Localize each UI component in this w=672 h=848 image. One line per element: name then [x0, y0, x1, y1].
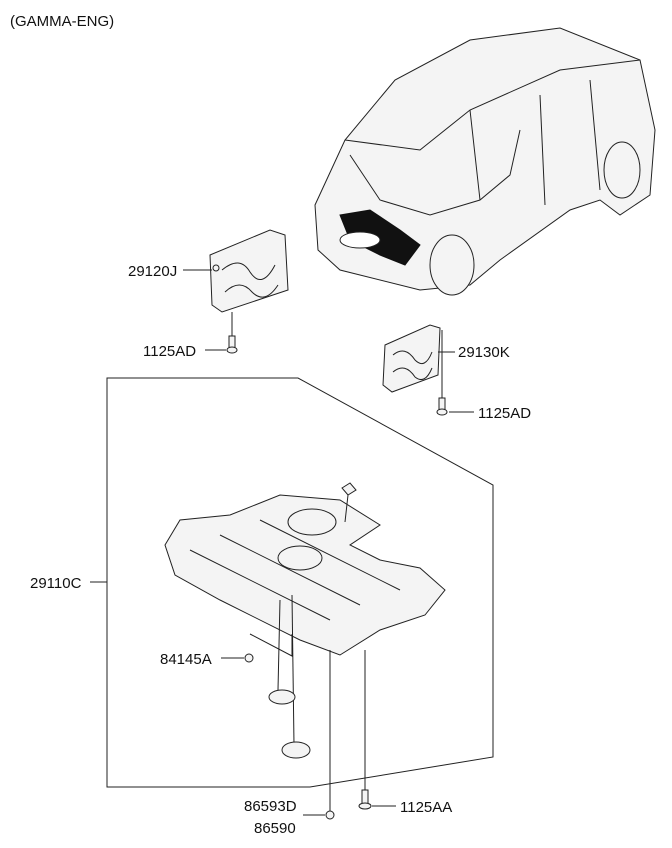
bolt-icon	[358, 789, 372, 810]
label-86593D: 86593D	[244, 798, 297, 815]
label-1125AA: 1125AA	[400, 799, 452, 816]
label-86590: 86590	[254, 820, 296, 837]
bolt-icon	[226, 335, 238, 354]
car-illustration	[314, 27, 656, 296]
label-29120J: 29120J	[128, 263, 177, 280]
plug-icon	[268, 689, 296, 705]
nut-icon	[325, 810, 335, 820]
plug-icon	[281, 741, 311, 759]
label-29110C: 29110C	[30, 575, 82, 592]
label-1125AD-right: 1125AD	[478, 405, 531, 422]
bolt-icon	[436, 397, 448, 416]
bracket-29120J	[209, 229, 289, 313]
plug-84145A-icon	[244, 653, 254, 663]
diagram-title: (GAMMA-ENG)	[10, 13, 114, 30]
label-29130K: 29130K	[458, 344, 510, 361]
bracket-29130K	[382, 324, 441, 393]
label-1125AD-left: 1125AD	[143, 343, 196, 360]
under-cover-29110C	[164, 482, 446, 656]
assembly-frame	[106, 377, 494, 788]
label-84145A: 84145A	[160, 651, 212, 668]
